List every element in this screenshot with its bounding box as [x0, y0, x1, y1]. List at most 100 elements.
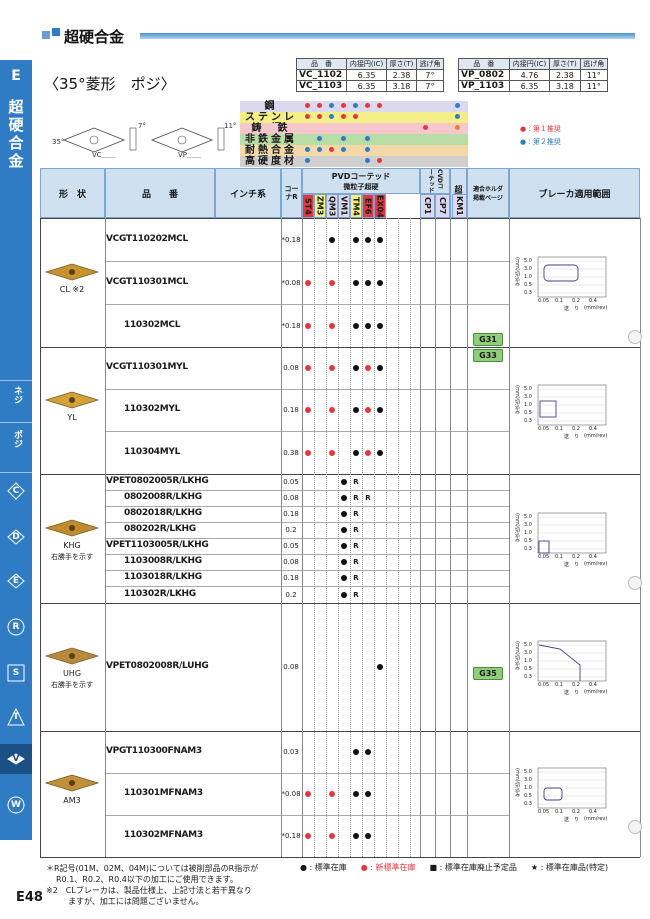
material-cast-iron: 鋳 鉄: [240, 123, 302, 134]
chart-x-tick: 0.1: [555, 553, 563, 560]
material-row: [302, 123, 468, 134]
part-number: 0802008R/LKHG: [124, 492, 202, 502]
material-dot: [317, 114, 322, 119]
part-number: VPET0802008R/LUHG: [106, 661, 209, 671]
chart-x-tick: 0.4: [589, 682, 597, 688]
material-heat-resistant: 耐熱合金: [240, 145, 302, 156]
material-row: [302, 112, 468, 123]
column-divider: [314, 218, 315, 857]
chart-x-label: 送 り: [564, 817, 580, 823]
part-number: VCGT110301MYL: [106, 362, 188, 372]
material-dot: [365, 147, 370, 152]
material-stainless: ステンレス鋼: [240, 112, 302, 134]
tab-neji[interactable]: ネジ: [12, 386, 22, 404]
corner-radius: *0.18: [281, 235, 301, 244]
column-divider: [410, 218, 411, 857]
stock-mark: [365, 365, 371, 371]
row-divider: [105, 815, 510, 816]
tab-poji[interactable]: ポジ: [12, 430, 22, 448]
material-dot: [377, 158, 382, 163]
holder-page-chip[interactable]: G33: [473, 349, 503, 362]
chart-x-tick: 0.05: [538, 553, 550, 560]
stock-mark: [305, 791, 311, 797]
shape-c-icon[interactable]: C: [7, 482, 25, 500]
shape-label: KHG: [63, 540, 81, 550]
material-dot: [317, 136, 322, 141]
corner-radius: 0.38: [283, 448, 299, 457]
stock-mark: [353, 749, 359, 755]
shape-w-icon[interactable]: W: [7, 796, 25, 814]
shape-e-icon[interactable]: E: [7, 572, 25, 590]
breaker-range-chart: [537, 384, 607, 425]
shape-r-icon[interactable]: R: [7, 618, 25, 636]
chart-x-unit: (mm/rev): [584, 304, 608, 311]
chart-y-tick: 0.3: [524, 417, 532, 424]
chart-x-unit: (mm/rev): [584, 689, 608, 695]
product-group-cl2: [40, 218, 640, 347]
angle-label: 11°: [224, 122, 237, 130]
chart-y-tick: 3.0: [524, 777, 532, 783]
stock-mark: [365, 449, 371, 456]
stock-mark: R: [353, 542, 359, 550]
material-dot: [329, 114, 334, 119]
column-divider: [281, 218, 282, 857]
chart-y-label: 切込み: [514, 398, 520, 414]
binder-hole: [628, 576, 642, 590]
stock-mark: R: [353, 590, 359, 599]
stock-mark: [353, 449, 359, 456]
stock-mark: [305, 365, 311, 371]
part-number: 1103018R/LKHG: [124, 572, 202, 582]
row-divider: [105, 522, 510, 523]
row-divider: [105, 586, 510, 587]
chart-y-label: 切込み: [514, 655, 520, 670]
shape-d-icon[interactable]: D: [7, 528, 25, 546]
part-number: VPGT110300FNAM3: [106, 746, 202, 756]
header-deco-square: [42, 31, 50, 39]
material-dot: [353, 103, 358, 108]
chart-x-tick: 0.1: [555, 682, 563, 688]
stock-mark: [353, 365, 359, 371]
part-number: 110304MYL: [124, 446, 181, 457]
corner-radius: 0.18: [283, 510, 299, 518]
shape-label: CL ※2: [59, 284, 85, 294]
stock-mark: [341, 543, 347, 549]
chart-x-tick: 0.2: [572, 809, 580, 815]
holder-page-chip[interactable]: G31: [473, 333, 503, 346]
grade-zm3: ZM3: [314, 194, 326, 218]
holder-page-chip[interactable]: G35: [473, 667, 503, 680]
stock-mark: [365, 279, 371, 286]
row-divider: [105, 773, 510, 774]
section-vertical-title: 超 硬 合 金: [8, 98, 24, 170]
material-dot: [455, 114, 460, 119]
material-hardened: 高硬度材: [240, 156, 302, 167]
chart-x-unit: (mm/rev): [584, 560, 608, 567]
chart-x-tick: 0.05: [538, 425, 550, 432]
chart-y-tick: 1.0: [524, 401, 532, 408]
product-group-yl: [40, 347, 640, 474]
part-number: VPET1103005R/LKHG: [106, 540, 209, 550]
row-divider: [105, 554, 510, 555]
header-deco-square: [52, 28, 60, 36]
shape-t-icon[interactable]: T: [7, 708, 25, 726]
stock-mark: [329, 365, 335, 371]
stock-mark: [365, 833, 371, 839]
column-divider: [435, 218, 436, 857]
chart-y-unit: (mm): [514, 641, 520, 655]
material-dot: [341, 114, 346, 119]
header-rule: [140, 33, 635, 39]
material-nonferrous: 非鉄金属: [240, 134, 302, 145]
grade-km1: KM1: [452, 194, 467, 218]
column-divider: [386, 218, 387, 857]
insert-image: [44, 517, 100, 541]
shape-v-icon[interactable]: V: [7, 750, 25, 768]
shape-s-icon[interactable]: S: [7, 664, 25, 682]
material-dot: [423, 125, 428, 130]
insert-image: [44, 261, 100, 285]
col-corner-r: コーナR: [281, 168, 302, 218]
chart-y-tick: 0.5: [524, 666, 532, 672]
material-dot: [329, 103, 334, 108]
chart-x-unit: (mm/rev): [584, 816, 608, 822]
chart-y-unit: (mm): [514, 384, 520, 399]
chart-x-tick: 0.05: [538, 297, 550, 304]
